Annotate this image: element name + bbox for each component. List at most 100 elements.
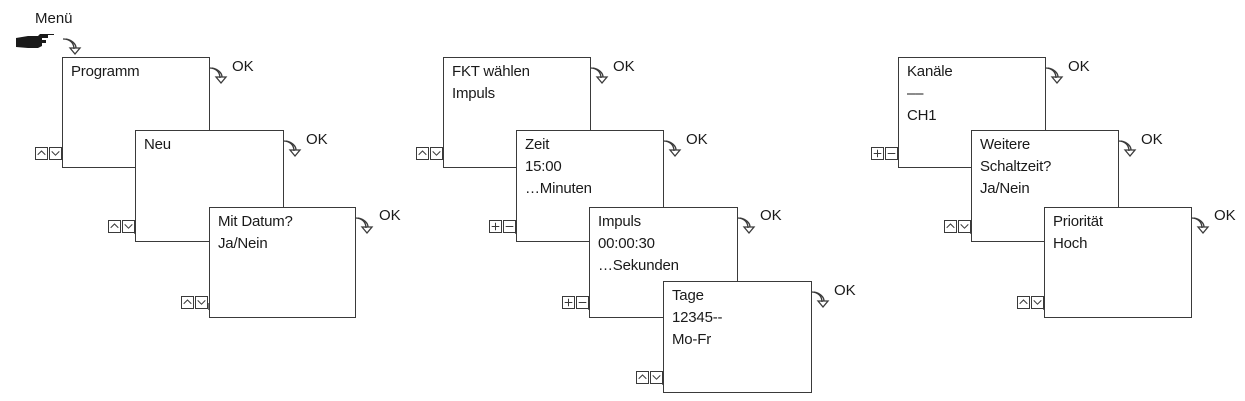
- plus-icon: [491, 222, 500, 231]
- up-down-buttons[interactable]: [944, 220, 971, 233]
- ok-label: OK: [379, 207, 401, 224]
- screen-line: Zeit: [525, 136, 550, 153]
- up-arrow-button[interactable]: [636, 371, 649, 384]
- up-arrow-button[interactable]: [108, 220, 121, 233]
- screen-text: Neu: [144, 134, 171, 156]
- screen-line: Schaltzeit?: [980, 158, 1052, 175]
- menu-screen-box: Mit Datum?Ja/Nein: [209, 207, 356, 318]
- screen-line: FKT wählen: [452, 63, 530, 80]
- curved-arrow-icon: [662, 140, 682, 158]
- up-arrow-button[interactable]: [416, 147, 429, 160]
- plus-icon: [564, 298, 573, 307]
- screen-text: Mit Datum?Ja/Nein: [218, 211, 293, 255]
- down-arrow-button[interactable]: [122, 220, 135, 233]
- curved-arrow-icon: [282, 140, 302, 158]
- screen-line: Hoch: [1053, 235, 1088, 252]
- down-arrow-button[interactable]: [195, 296, 208, 309]
- plus-minus-buttons[interactable]: [562, 296, 589, 309]
- curved-arrow-icon: [589, 67, 609, 85]
- up-arrow-icon: [1019, 299, 1028, 305]
- up-down-buttons[interactable]: [181, 296, 208, 309]
- down-arrow-button[interactable]: [430, 147, 443, 160]
- up-arrow-icon: [638, 374, 647, 380]
- up-down-buttons[interactable]: [636, 371, 663, 384]
- up-arrow-icon: [183, 299, 192, 305]
- screen-line: Impuls: [452, 85, 495, 102]
- up-arrow-icon: [110, 223, 119, 229]
- screen-line: Programm: [71, 63, 140, 80]
- down-arrow-icon: [652, 375, 661, 380]
- minus-button[interactable]: [576, 296, 589, 309]
- down-arrow-button[interactable]: [958, 220, 971, 233]
- up-down-buttons[interactable]: [416, 147, 443, 160]
- ok-label: OK: [613, 58, 635, 75]
- down-arrow-icon: [432, 151, 441, 156]
- ok-label: OK: [760, 207, 782, 224]
- ok-label: OK: [1068, 58, 1090, 75]
- screen-line: Kanäle: [907, 63, 953, 80]
- screen-line: …Minuten: [525, 180, 592, 197]
- up-down-buttons[interactable]: [108, 220, 135, 233]
- screen-line: Priorität: [1053, 213, 1103, 230]
- down-arrow-button[interactable]: [1031, 296, 1044, 309]
- curved-arrow-icon: [736, 217, 756, 235]
- up-arrow-button[interactable]: [35, 147, 48, 160]
- down-arrow-button[interactable]: [49, 147, 62, 160]
- minus-button[interactable]: [885, 147, 898, 160]
- screen-line: Tage: [672, 287, 704, 304]
- plus-minus-buttons[interactable]: [871, 147, 898, 160]
- down-arrow-icon: [51, 151, 60, 156]
- screen-line: 15:00: [525, 158, 562, 175]
- minus-icon: [578, 301, 587, 304]
- screen-line: Neu: [144, 136, 171, 153]
- ok-label: OK: [834, 282, 856, 299]
- down-arrow-button[interactable]: [650, 371, 663, 384]
- plus-button[interactable]: [562, 296, 575, 309]
- plus-minus-buttons[interactable]: [489, 220, 516, 233]
- up-down-buttons[interactable]: [35, 147, 62, 160]
- screen-line: 00:00:30: [598, 235, 655, 252]
- ok-label: OK: [1214, 207, 1236, 224]
- curved-arrow-icon: [62, 38, 82, 56]
- minus-icon: [505, 225, 514, 228]
- curved-arrow-icon: [1190, 217, 1210, 235]
- screen-line: ––: [907, 85, 924, 102]
- curved-arrow-icon: [208, 67, 228, 85]
- ok-label: OK: [306, 131, 328, 148]
- screen-line: Ja/Nein: [980, 180, 1030, 197]
- curved-arrow-icon: [1117, 140, 1137, 158]
- up-arrow-button[interactable]: [944, 220, 957, 233]
- plus-button[interactable]: [489, 220, 502, 233]
- screen-line: Ja/Nein: [218, 235, 268, 252]
- minus-button[interactable]: [503, 220, 516, 233]
- screen-line: Mo-Fr: [672, 331, 711, 348]
- curved-arrow-icon: [810, 291, 830, 309]
- screen-line: …Sekunden: [598, 257, 679, 274]
- plus-button[interactable]: [871, 147, 884, 160]
- ok-label: OK: [686, 131, 708, 148]
- down-arrow-icon: [124, 224, 133, 229]
- screen-text: Zeit 15:00 …Minuten: [525, 134, 592, 200]
- screen-text: Programm: [71, 61, 140, 83]
- menu-label: Menü: [35, 10, 73, 27]
- curved-arrow-icon: [354, 217, 374, 235]
- up-arrow-icon: [37, 150, 46, 156]
- screen-line: Weitere: [980, 136, 1031, 153]
- up-arrow-button[interactable]: [1017, 296, 1030, 309]
- up-down-buttons[interactable]: [1017, 296, 1044, 309]
- plus-icon: [873, 149, 882, 158]
- up-arrow-button[interactable]: [181, 296, 194, 309]
- ok-label: OK: [1141, 131, 1163, 148]
- screen-line: CH1: [907, 107, 937, 124]
- down-arrow-icon: [960, 224, 969, 229]
- minus-icon: [887, 152, 896, 155]
